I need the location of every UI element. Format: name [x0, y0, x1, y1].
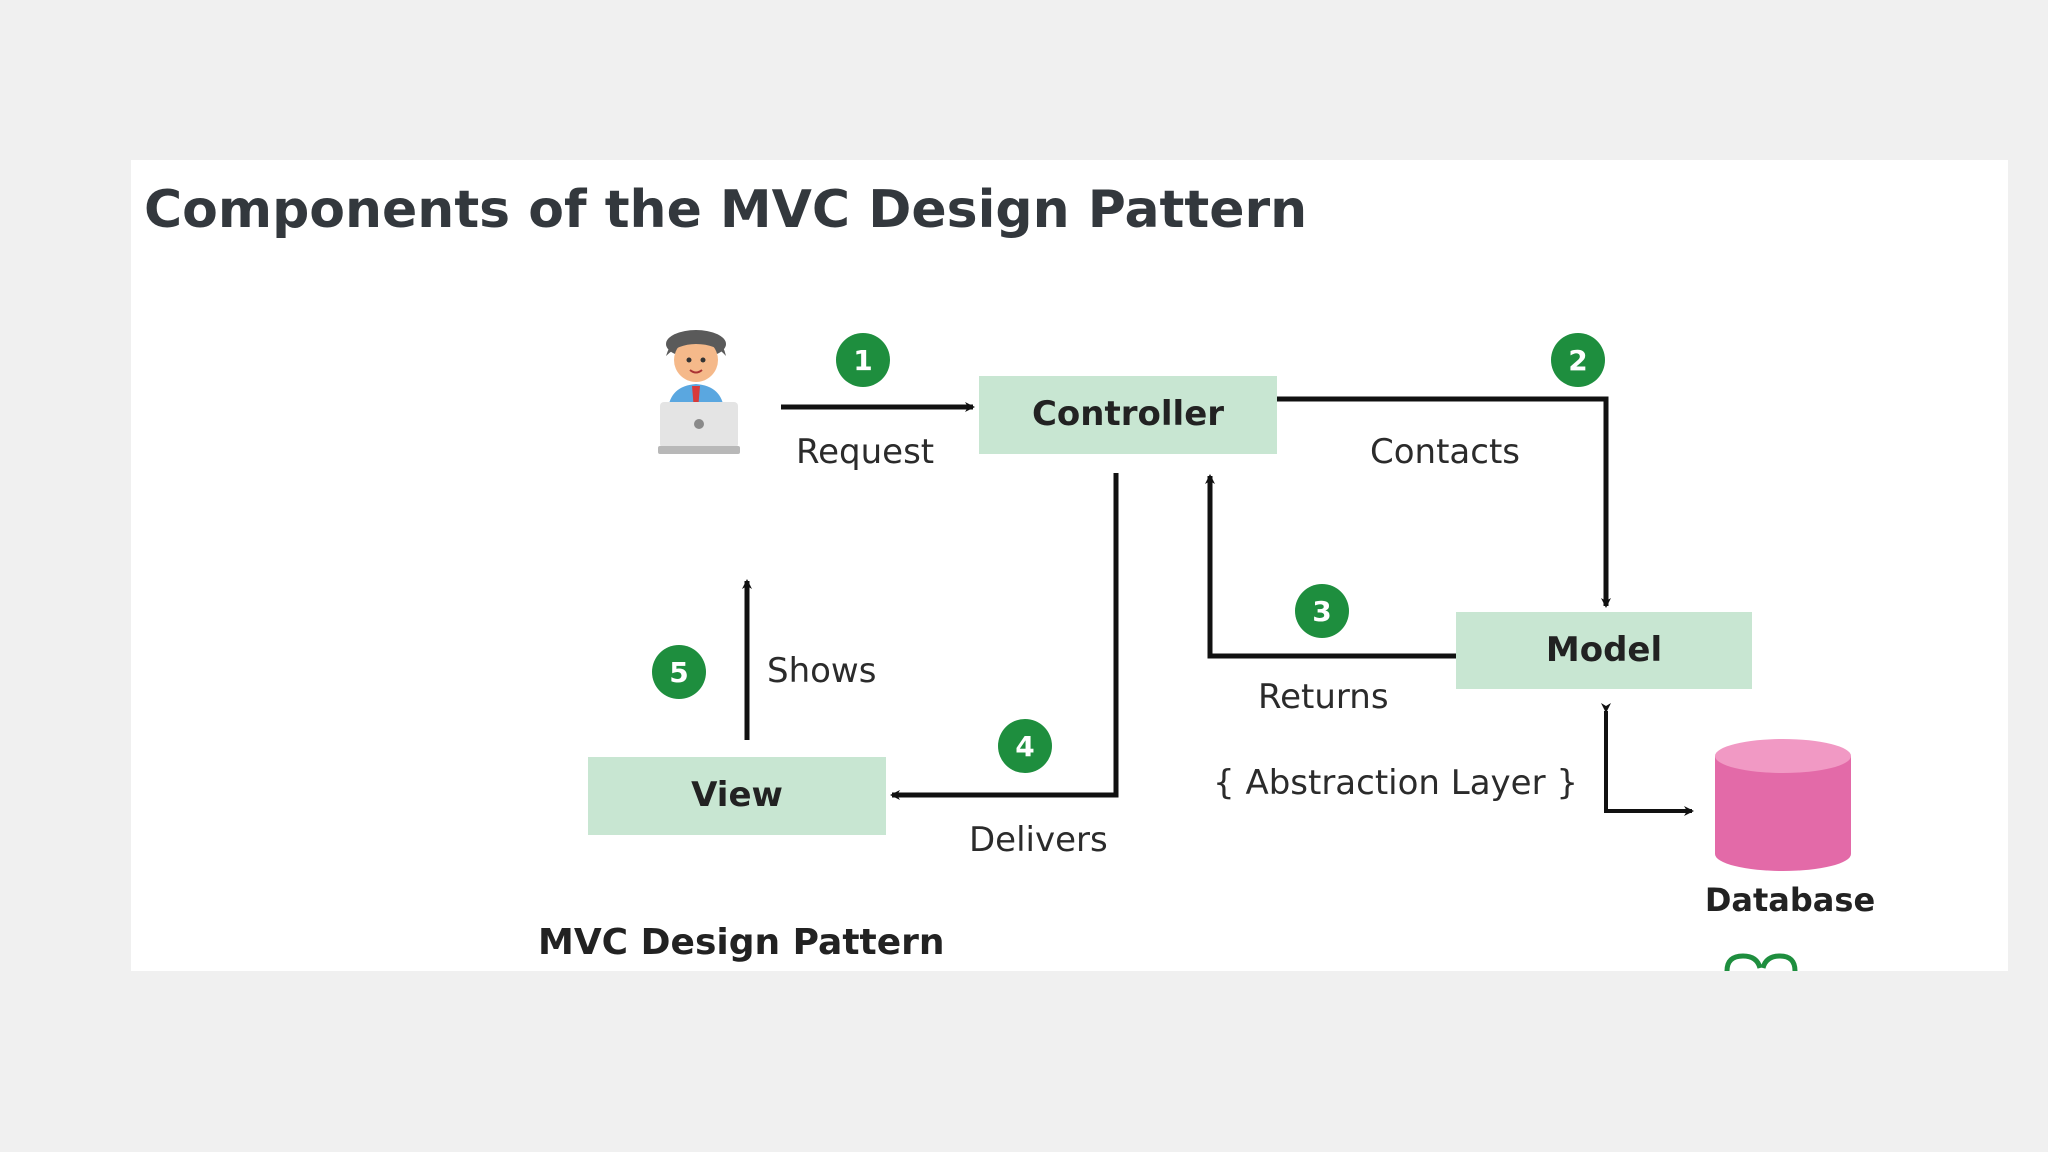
model-label: Model	[1546, 630, 1662, 670]
model-database-arrow	[1601, 703, 1694, 816]
database-label: Database	[1705, 881, 1875, 919]
contacts-label: Contacts	[1370, 432, 1520, 472]
model-box	[1456, 612, 1752, 689]
svg-text:1: 1	[853, 344, 872, 377]
step-3-badge: 3	[1295, 584, 1349, 638]
controller-label: Controller	[1032, 394, 1224, 434]
geeksforgeeks-logo-icon	[1724, 953, 1798, 971]
controller-box	[979, 376, 1277, 454]
svg-text:4: 4	[1015, 730, 1034, 763]
step-4-badge: 4	[998, 719, 1052, 773]
shows-label: Shows	[767, 651, 876, 691]
svg-text:5: 5	[669, 656, 688, 689]
mvc-diagram: Components of the MVC Design Pattern Con…	[144, 180, 1875, 971]
delivers-arrow	[890, 473, 1119, 800]
returns-label: Returns	[1258, 677, 1389, 717]
diagram-card: Components of the MVC Design Pattern Con…	[131, 160, 2008, 971]
contacts-arrow	[1277, 396, 1611, 608]
view-label: View	[691, 775, 783, 815]
database-cylinder-icon	[1715, 739, 1851, 871]
svg-text:3: 3	[1312, 595, 1331, 628]
delivers-label: Delivers	[969, 820, 1108, 860]
svg-text:2: 2	[1568, 344, 1587, 377]
step-5-badge: 5	[652, 645, 706, 699]
abstraction-layer-label: { Abstraction Layer }	[1213, 763, 1578, 803]
diagram-caption: MVC Design Pattern	[538, 922, 945, 963]
page-title: Components of the MVC Design Pattern	[144, 180, 1307, 240]
view-box	[588, 757, 886, 835]
user-with-laptop-icon	[658, 330, 740, 454]
step-1-badge: 1	[836, 333, 890, 387]
request-label: Request	[796, 432, 934, 472]
returns-arrow	[1205, 474, 1456, 659]
step-2-badge: 2	[1551, 333, 1605, 387]
